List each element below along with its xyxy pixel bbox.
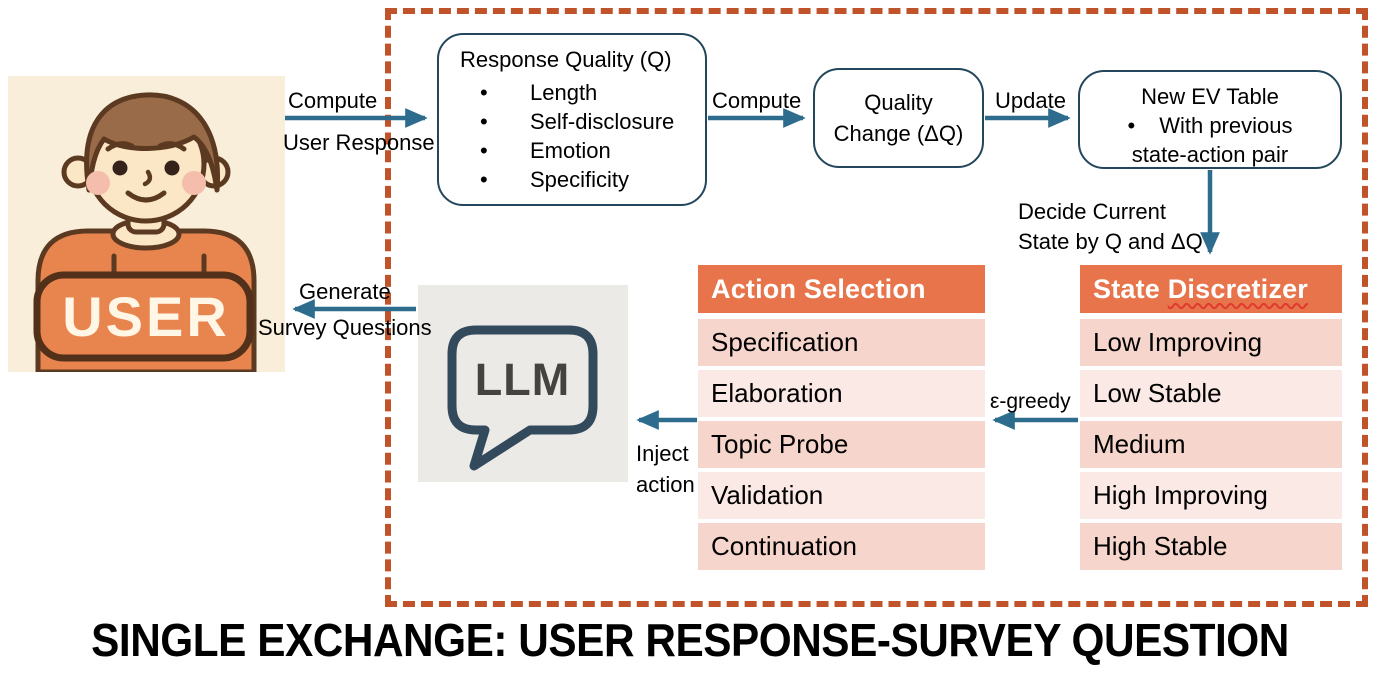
new-ev-bullet: • With previous [1127,113,1293,138]
bullet-dot: • [480,109,488,134]
label-update: Update [995,88,1066,113]
action-selection-header: Action Selection [698,265,985,313]
quality-change-title: Quality Change (ΔQ) [833,90,964,146]
response-quality-bullet: • Self-disclosure [480,109,675,134]
label-epsilon-greedy: ε-greedy [990,390,1071,413]
new-ev-title: New EV Table [1141,84,1279,109]
new-ev-bullet-continued: state-action pair [1131,142,1289,167]
action-row: Specification [698,319,985,366]
state-discretizer-header: State Discretizer [1080,265,1342,313]
label-inject-action: Inject action [636,441,695,497]
label-user-response: User Response [283,130,435,155]
response-quality-box: Response Quality (Q) • Length • Self-dis… [437,33,707,206]
bullet-dot: • [480,167,488,192]
state-row: High Improving [1080,472,1342,519]
action-row: Topic Probe [698,421,985,468]
action-row: Continuation [698,523,985,570]
label-compute-user: Compute [288,88,378,113]
response-quality-bullet: • Emotion [480,138,611,163]
llm-label: LLM [474,354,571,405]
label-generate: Generate [299,279,391,304]
state-row: Medium [1080,421,1342,468]
action-row: Elaboration [698,370,985,417]
state-row: High Stable [1080,523,1342,570]
action-selection-table: Action Selection Specification Elaborati… [698,265,985,574]
response-quality-title: Response Quality (Q) [460,47,672,72]
quality-change-box: Quality Change (ΔQ) [813,68,984,168]
bullet-dot: • [480,80,488,105]
user-badge-label: USER [62,285,230,348]
state-row: Low Improving [1080,319,1342,366]
label-survey-questions: Survey Questions [258,315,432,340]
speech-bubble-icon [447,325,598,471]
llm-box: LLM [418,285,628,482]
bullet-dot: • [1127,113,1136,138]
user-avatar-icon: USER [8,76,285,375]
new-ev-table-box: New EV Table • With previous state-actio… [1078,70,1342,169]
user-illustration: USER [8,76,285,375]
state-discretizer-table: State Discretizer Low Improving Low Stab… [1080,265,1342,574]
bullet-dot: • [480,138,488,163]
action-row: Validation [698,472,985,519]
label-decide-state: Decide Current State by Q and ΔQ [1018,199,1203,254]
state-row: Low Stable [1080,370,1342,417]
response-quality-bullet: • Length [480,80,598,105]
diagram-caption: SINGLE EXCHANGE: USER RESPONSE-SURVEY QU… [91,614,1289,666]
response-quality-bullet: • Specificity [480,167,630,192]
label-compute-quality: Compute [712,88,802,113]
